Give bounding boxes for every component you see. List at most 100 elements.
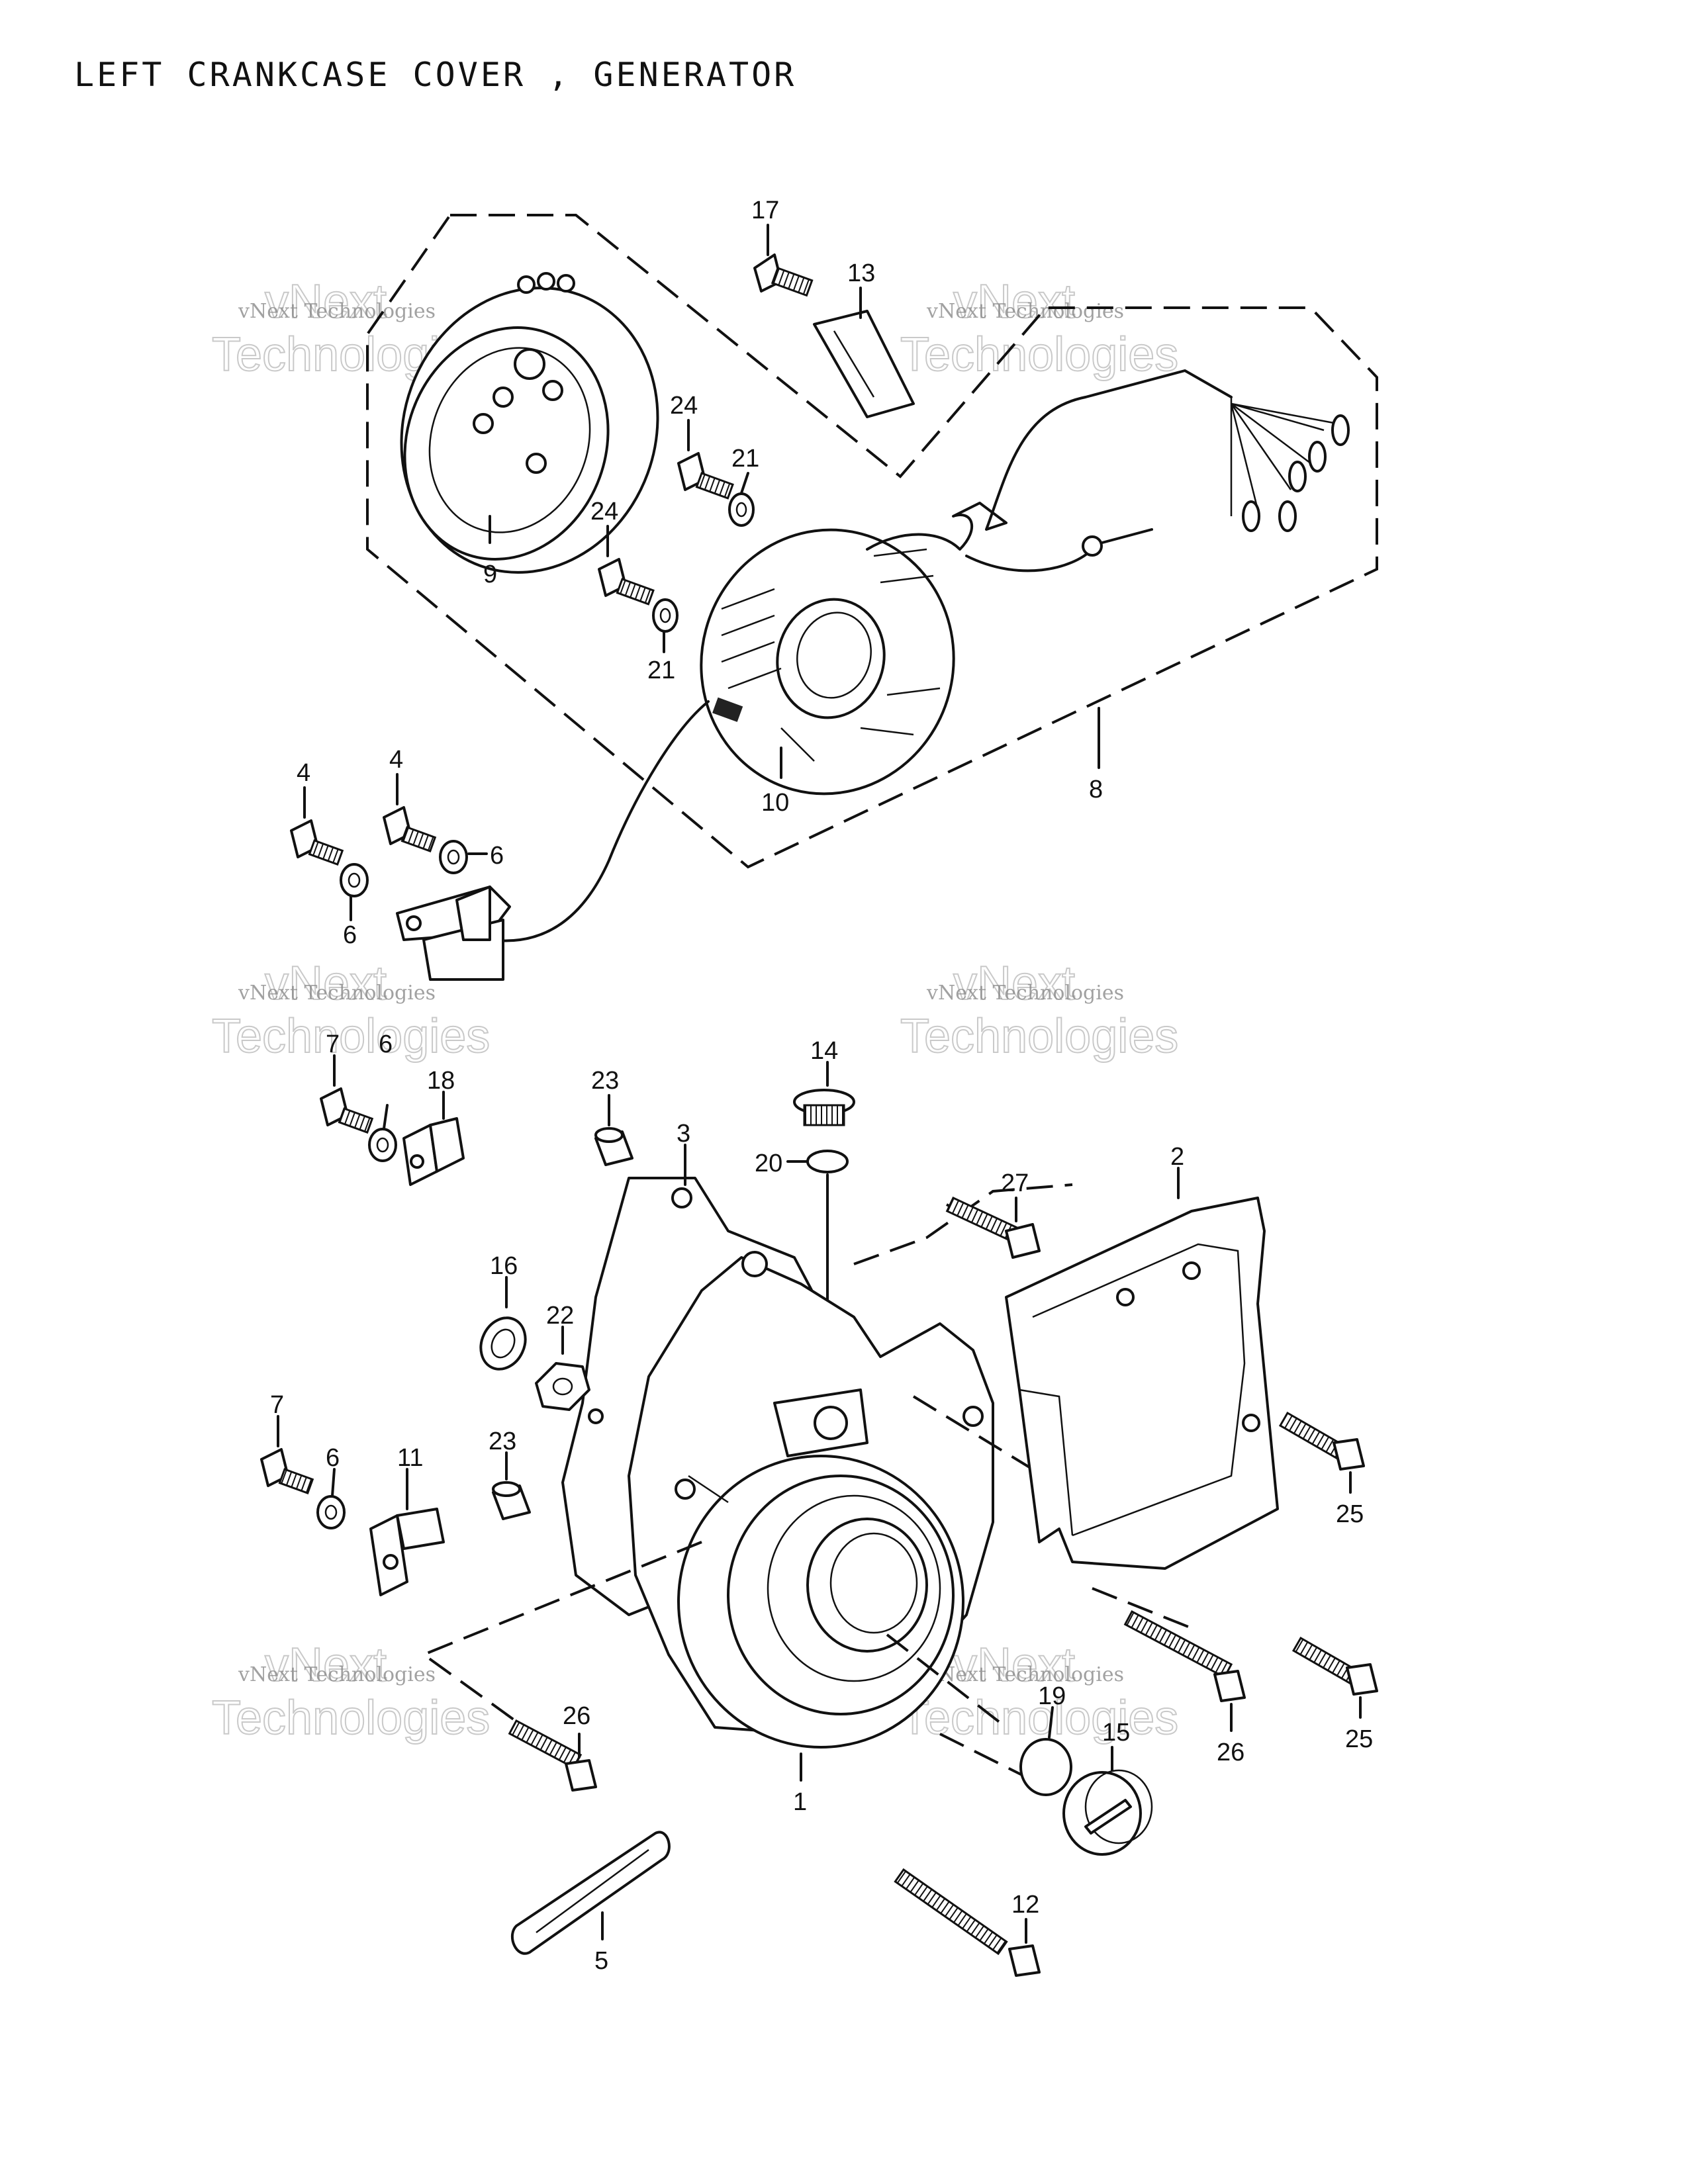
sprocket-cover-2[interactable] [1005,1197,1279,1570]
dowel-pin-23b[interactable] [492,1481,531,1520]
callout-24: 24 [670,392,698,420]
callout-8: 8 [1089,776,1103,803]
stator-coil[interactable] [672,502,984,823]
cable-clamp-13[interactable] [813,310,915,418]
leader-line [740,472,749,494]
watermark-outline-top: vNext [265,957,387,1010]
callout-2: 2 [1170,1143,1184,1171]
leader-line [331,1468,336,1497]
callout-16: 16 [490,1252,518,1280]
callout-11: 11 [397,1444,423,1472]
callout-22: 22 [546,1302,574,1330]
callout-7: 7 [270,1391,284,1419]
callout-23: 23 [591,1067,619,1095]
watermark-text: vNext Technologies [238,300,436,323]
bolt-12[interactable] [894,1868,1041,1977]
callout-21: 21 [647,657,675,684]
watermark-group: vNext Technologies Technologies vNext vN… [211,275,1179,1745]
bolt-25a[interactable] [1278,1411,1365,1471]
screw-7b[interactable] [260,1448,314,1494]
pulser-cable [489,700,710,942]
callout-27: 27 [1001,1169,1029,1197]
timing-mark-plate-5[interactable] [510,1831,671,1955]
callout-25: 25 [1345,1725,1373,1753]
bolt-26b[interactable] [508,1719,597,1792]
callout-25: 25 [1336,1500,1364,1528]
bolt-17[interactable] [753,253,814,297]
left-crankcase-cover-1[interactable] [628,1251,994,1749]
o-ring-19[interactable] [1019,1738,1072,1796]
callout-labels: 17 13 24 21 24 21 9 10 8 4 4 6 6 7 6 18 … [270,197,1373,1975]
watermark-text: vNext Technologies [926,300,1124,323]
oil-seal-16[interactable] [473,1310,534,1377]
watermark-outline-top: vNext [265,275,387,328]
watermark-outline-top: vNext [265,1639,387,1692]
watermark-outline-top: vNext [953,275,1075,328]
washer-6a[interactable] [439,840,468,874]
bolt-27[interactable] [945,1197,1041,1259]
watermark-outline: Technologies [212,1010,490,1063]
dowel-pin-23a[interactable] [594,1127,633,1166]
callout-17: 17 [751,197,779,224]
callout-5: 5 [594,1947,608,1975]
bolt-25b[interactable] [1291,1636,1378,1696]
bolt-24b[interactable] [598,558,655,606]
diagram-title: LEFT CRANKCASE COVER , GENERATOR [74,56,797,94]
callout-12: 12 [1011,1891,1039,1919]
watermark-outline: Technologies [212,1692,490,1745]
watermark-text: vNext Technologies [238,981,436,1005]
callout-19: 19 [1038,1682,1066,1710]
callout-13: 13 [847,259,875,287]
watermark-text: vNext Technologies [238,1663,436,1686]
nut-22[interactable] [535,1362,590,1411]
washer-21b[interactable] [652,598,679,633]
wiring-harness [866,369,1350,572]
callout-26: 26 [563,1702,590,1730]
callout-26: 26 [1217,1739,1244,1766]
bracket-11[interactable] [369,1508,445,1596]
generator-assembly-outline [366,214,1378,869]
watermark-outline: Technologies [900,328,1178,381]
washer-21a[interactable] [728,492,755,527]
clip-18[interactable] [402,1117,465,1186]
callout-18: 18 [427,1067,455,1095]
callout-6: 6 [343,921,357,949]
screw-7a[interactable] [320,1087,374,1134]
watermark-text: vNext Technologies [926,981,1124,1005]
cap-15[interactable] [1062,1769,1153,1856]
bolt-26a[interactable] [1123,1610,1246,1702]
callout-6: 6 [490,842,504,870]
watermark-outline-top: vNext [953,957,1075,1010]
washer-6d[interactable] [316,1495,346,1529]
callout-9: 9 [483,561,497,588]
screw-4a[interactable] [290,819,344,866]
callout-6: 6 [326,1444,340,1472]
pulser-coil[interactable] [396,886,511,981]
watermark-outline: Technologies [900,1010,1178,1063]
callout-4: 4 [297,759,310,787]
oil-filler-plug-14[interactable] [793,1089,855,1126]
gasket-hole [588,1408,604,1424]
o-ring-20[interactable] [806,1150,849,1173]
callout-10: 10 [761,789,789,817]
flywheel-rotor[interactable] [362,251,697,609]
watermark-outline-top: vNext [953,1639,1075,1692]
watermark-text: vNext Technologies [926,1663,1124,1686]
callout-20: 20 [755,1150,782,1177]
leader-line [383,1104,389,1130]
callout-23: 23 [489,1428,516,1455]
callout-6: 6 [379,1030,393,1058]
leader-line [1048,1706,1054,1739]
bolt-24a[interactable] [677,452,734,500]
callout-3: 3 [677,1120,690,1148]
callout-24: 24 [590,498,618,525]
callout-1: 1 [793,1788,807,1816]
callout-7: 7 [326,1030,340,1058]
screw-4b[interactable] [383,806,437,852]
washer-6c[interactable] [368,1128,397,1162]
callout-21: 21 [731,445,759,473]
callout-4: 4 [389,746,403,774]
gasket-hole [671,1187,692,1208]
washer-6b[interactable] [340,863,369,897]
